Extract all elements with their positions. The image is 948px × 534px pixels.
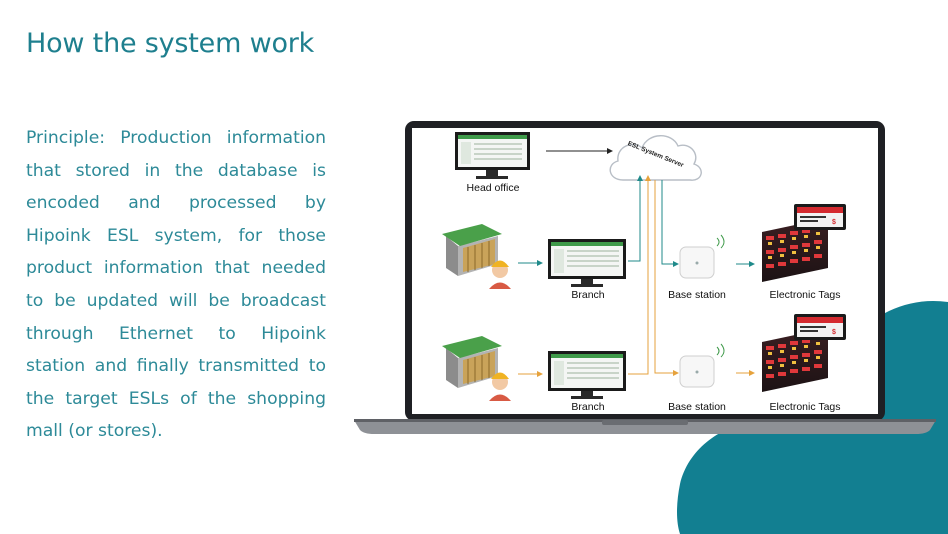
warehouse-icon-1 xyxy=(442,224,502,276)
arrow-cloud-to-base-2 xyxy=(654,180,679,376)
base-station-label-1: Base station xyxy=(668,289,726,301)
laptop-illustration: Head office ESL System Server Branch xyxy=(354,121,936,434)
arrow-cloud-to-base-1 xyxy=(661,180,679,267)
branch-label-1: Branch xyxy=(571,289,604,301)
branch-monitor-icon-2 xyxy=(548,351,626,399)
electronic-tags-label-2: Electronic Tags xyxy=(769,401,840,413)
cloud-server-icon xyxy=(609,135,702,181)
electronic-tags-icon-1: $ xyxy=(762,204,846,282)
head-office-monitor-icon xyxy=(455,132,530,179)
base-station-label-2: Base station xyxy=(668,401,726,413)
svg-text:$: $ xyxy=(832,219,836,226)
base-station-icon-1 xyxy=(679,234,725,279)
laptop-base xyxy=(354,420,936,434)
worker-icon-2 xyxy=(489,372,511,401)
svg-text:$: $ xyxy=(832,329,836,336)
arrow-branch-1-to-cloud xyxy=(628,175,643,262)
base-station-icon-2 xyxy=(679,343,725,388)
worker-icon-1 xyxy=(489,260,511,289)
warehouse-icon-2 xyxy=(442,336,502,388)
electronic-tags-label-1: Electronic Tags xyxy=(769,289,840,301)
branch-label-2: Branch xyxy=(571,401,604,413)
head-office-label: Head office xyxy=(467,182,520,194)
arrow-branch-2-to-cloud xyxy=(628,175,651,375)
electronic-tags-icon-2: $ xyxy=(762,314,846,392)
page-title: How the system work xyxy=(26,28,315,59)
branch-monitor-icon-1 xyxy=(548,239,626,287)
principle-text: Principle: Production information that s… xyxy=(26,128,326,442)
